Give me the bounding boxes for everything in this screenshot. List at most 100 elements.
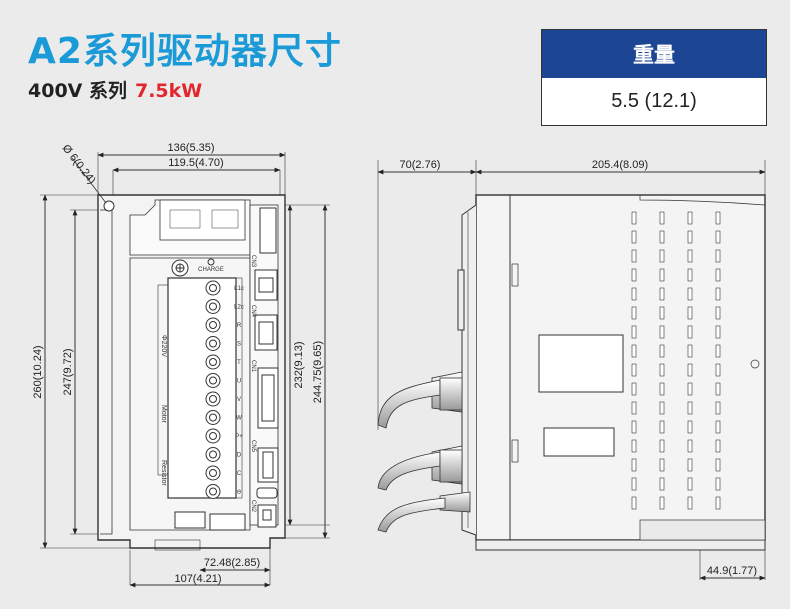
vent-slot [659, 211, 665, 225]
power-label: Φ220V [160, 335, 167, 357]
dim-height-mid: 232(9.13) [293, 341, 305, 388]
terminal-screw-head [209, 432, 217, 440]
vent-slot [687, 287, 693, 301]
vent-slot [715, 458, 721, 472]
dim-bottom-width: 107(4.21) [174, 573, 221, 585]
model-subtitle: 400V 系列 7.5kW [28, 76, 202, 103]
vent-slot [659, 344, 665, 358]
vent-slot [631, 477, 637, 491]
charge-label: CHARGE [198, 267, 224, 273]
terminal-label: T [237, 360, 241, 366]
vent-slot [687, 458, 693, 472]
terminal-screw-head [209, 450, 217, 459]
vent-slot [659, 382, 665, 396]
vent-slot [659, 268, 665, 282]
connector-label: CN4 [250, 305, 256, 318]
vent-slot [659, 325, 665, 339]
vent-slot [687, 363, 693, 377]
vent-slot [715, 401, 721, 415]
vent-slot [631, 230, 637, 244]
vent-slot [631, 306, 637, 320]
vent-slot [715, 439, 721, 453]
vent-slot [659, 496, 665, 510]
terminal-label: P+ [235, 434, 243, 440]
dim-front-depth: 70(2.76) [400, 159, 441, 171]
vent-slot [715, 344, 721, 358]
cables [377, 371, 471, 533]
vent-slot [631, 420, 637, 434]
front-view [40, 152, 330, 588]
motor-label: Motor [160, 405, 167, 424]
dim-height-inner: 247(9.72) [62, 348, 74, 395]
vent-slot [631, 287, 637, 301]
terminal-label: S [237, 342, 241, 348]
vent-slot [659, 477, 665, 491]
vent-slot [659, 287, 665, 301]
series-label: 400V 系列 [28, 80, 127, 102]
terminal-screw-head [209, 395, 217, 403]
vent-slot [659, 230, 665, 244]
vent-slot [687, 420, 693, 434]
dim-side-bottom: 44.9(1.77) [707, 565, 757, 577]
vent-slot [659, 306, 665, 320]
connector-label: CN1 [250, 360, 256, 373]
connector-label: CN3 [250, 255, 256, 268]
terminal-screw-head [209, 413, 217, 422]
vent-slot [687, 325, 693, 339]
terminal-screw-head [209, 302, 217, 311]
side-view [377, 160, 766, 580]
dim-height-total: 260(10.24) [32, 345, 44, 398]
vent-slot [659, 401, 665, 415]
vent-slot [715, 420, 721, 434]
vent-slot [715, 287, 721, 301]
connector-label: CN5 [250, 440, 256, 453]
vent-slot [687, 344, 693, 358]
terminal-label: L1c [234, 286, 244, 292]
terminal-label: R [237, 323, 242, 329]
terminal-label: U [237, 379, 241, 385]
connector-label: CN2 [250, 500, 256, 513]
vent-slot [715, 363, 721, 377]
vent-slot [715, 306, 721, 320]
vent-slot [631, 325, 637, 339]
vent-slot [631, 268, 637, 282]
dim-height-outer: 244.75(9.65) [312, 341, 324, 403]
weight-value: 5.5 (12.1) [611, 90, 697, 112]
vent-slots [631, 211, 721, 510]
dim-main-depth: 205.4(8.09) [592, 159, 648, 171]
vent-slot [715, 477, 721, 491]
vent-slot [715, 249, 721, 263]
power-rating: 7.5kW [134, 80, 203, 102]
terminal-screw-head [209, 284, 217, 292]
vent-slot [687, 268, 693, 282]
vent-slot [687, 496, 693, 510]
weight-header: 重量 [542, 30, 766, 78]
terminal-label: L2c [234, 305, 244, 311]
vent-slot [631, 496, 637, 510]
terminal-screw-head [209, 376, 217, 385]
vent-slot [687, 439, 693, 453]
vent-slot [687, 249, 693, 263]
vent-slot [715, 325, 721, 339]
vent-slot [687, 211, 693, 225]
vent-slot [631, 382, 637, 396]
vent-slot [631, 458, 637, 472]
terminal-screw-head [209, 469, 217, 477]
resistor-label: Resistor [160, 460, 167, 486]
dim-width-total: 136(5.35) [167, 142, 214, 154]
vent-slot [659, 420, 665, 434]
vent-slot [631, 211, 637, 225]
vent-slot [659, 439, 665, 453]
terminal-screw-head [209, 339, 217, 348]
vent-slot [715, 382, 721, 396]
vent-slot [631, 401, 637, 415]
dim-bottom-offset: 72.48(2.85) [204, 557, 260, 569]
vent-slot [687, 477, 693, 491]
vent-slot [687, 382, 693, 396]
terminal-label: ⊖ [236, 490, 241, 496]
dim-width-inner: 119.5(4.70) [168, 157, 223, 169]
dim-hole: Ø 6(0.24) [60, 142, 98, 186]
terminal-screw-head [209, 321, 217, 329]
